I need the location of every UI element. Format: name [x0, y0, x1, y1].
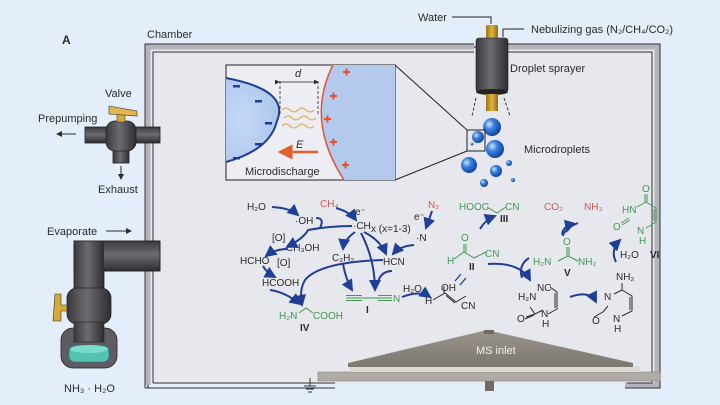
- intermediate-nc: NC: [537, 283, 551, 294]
- microdroplets-label: Microdroplets: [524, 144, 591, 156]
- species-hcn: HCN: [383, 257, 405, 268]
- product-iv-label: IV: [300, 323, 310, 334]
- valve-handle: [108, 105, 138, 117]
- species-co2: CO₂: [544, 202, 563, 213]
- product-v-nh2: NH₂: [578, 257, 596, 268]
- water-line: [452, 16, 492, 24]
- product-vi-h: H: [639, 236, 646, 247]
- product-ii-label: II: [469, 262, 475, 273]
- product-ii-h: H: [447, 256, 454, 267]
- field-label: E: [296, 139, 304, 151]
- species-h2o: H₂O: [247, 202, 266, 213]
- exhaust-label: Exhaust: [98, 184, 138, 196]
- droplet-sprayer-label: Droplet sprayer: [510, 63, 586, 75]
- product-ii-o: O: [461, 233, 469, 244]
- chamber-label: Chamber: [147, 29, 193, 41]
- microdroplets: [461, 118, 515, 187]
- evaporator-knob: [52, 293, 68, 322]
- product-vi-o2: O: [613, 222, 621, 233]
- enol-h: H: [425, 296, 432, 307]
- product-v-o: O: [563, 237, 571, 248]
- species-n2: N₂: [428, 200, 439, 211]
- positive-charges: [324, 68, 350, 169]
- gas-line: [502, 28, 524, 37]
- species-h2o-2: H₂O: [403, 284, 422, 295]
- enol-oh: OH: [441, 283, 456, 294]
- product-i-n: N: [393, 294, 400, 305]
- species-ch4: CH₄: [320, 199, 339, 210]
- species-n-radical: ·N: [416, 233, 427, 244]
- intermediate-o: O: [517, 314, 525, 325]
- negative-charges: [233, 85, 272, 160]
- distance-label: d: [295, 68, 302, 80]
- water-label: Water: [418, 12, 447, 24]
- product-iii-hooc: HOOC: [459, 202, 489, 213]
- microdischarge-inset: [225, 64, 396, 181]
- species-hcooh: HCOOH: [262, 278, 299, 289]
- evaporator: [52, 240, 161, 369]
- cytosine-n: N: [604, 292, 611, 303]
- ground-icon: [304, 378, 316, 393]
- prepumping-label: Prepumping: [38, 113, 97, 125]
- species-h2o-3: H₂O: [620, 250, 639, 261]
- intermediate-h: H: [542, 319, 549, 330]
- cytosine-nh: N: [613, 314, 620, 325]
- ms-inlet-label: MS inlet: [476, 345, 516, 357]
- chamber: [144, 43, 661, 389]
- chamber-interior: [149, 48, 656, 384]
- cytosine-h: H: [614, 324, 621, 335]
- species-electron-1: e⁻: [355, 207, 366, 218]
- product-v-h2n: H₂N: [533, 257, 551, 268]
- product-ii-cn: CN: [485, 249, 499, 260]
- product-v-label: V: [564, 268, 571, 279]
- species-oxidation-2: [O]: [277, 258, 291, 269]
- microdischarge-label: Microdischarge: [245, 166, 320, 178]
- product-i-label: I: [366, 305, 369, 316]
- zoom-line-bottom: [394, 150, 468, 181]
- ms-inlet: [317, 330, 661, 391]
- discharge-sparks: [281, 107, 317, 129]
- valve: [84, 105, 161, 164]
- product-vi-o1: O: [642, 184, 650, 195]
- reaction-network: H₂O ·OH CH₄ e⁻ ·CH x (x=1-3) N₂ e⁻ ·N [O…: [240, 184, 660, 335]
- species-c2h2: C₂H₂: [332, 253, 354, 264]
- product-iv-cooh: COOH: [313, 311, 343, 322]
- cytosine-nh2: NH₂: [616, 272, 634, 283]
- species-nh3: NH₃: [584, 202, 603, 213]
- panel-label: A: [62, 33, 71, 47]
- product-vi-label: VI: [650, 250, 660, 261]
- product-iii-cn: CN: [505, 202, 519, 213]
- nebulizing-gas-label: Nebulizing gas (N₂/CH₄/CO₂): [531, 24, 673, 36]
- species-electron-2: e⁻: [414, 212, 425, 223]
- cytosine-o: O: [592, 316, 600, 327]
- intermediate-h2n: H₂N: [518, 292, 536, 303]
- species-oxidation-1: [O]: [272, 233, 286, 244]
- intermediate-n: N: [541, 309, 548, 320]
- species-hcho: HCHO: [240, 256, 270, 267]
- valve-label: Valve: [105, 88, 132, 100]
- product-vi-nh: N: [637, 226, 644, 237]
- product-iii-label: III: [500, 214, 509, 225]
- zoom-box: [466, 129, 486, 152]
- reservoir-label: NH₃ · H₂O: [64, 383, 115, 395]
- product-iv-h2n: H₂N: [279, 311, 297, 322]
- evaporate-label: Evaporate: [47, 226, 97, 238]
- zoom-line-top: [394, 64, 468, 131]
- species-ch3oh: CH₃OH: [286, 243, 320, 254]
- product-vi-hn: HN: [622, 205, 636, 216]
- enol-cn: CN: [461, 301, 475, 312]
- species-oh-radical: ·OH: [295, 216, 313, 227]
- species-chx-subscript: x (x=1-3): [371, 224, 411, 235]
- droplet-sprayer: [471, 25, 511, 117]
- species-chx-radical: ·CH: [353, 221, 371, 232]
